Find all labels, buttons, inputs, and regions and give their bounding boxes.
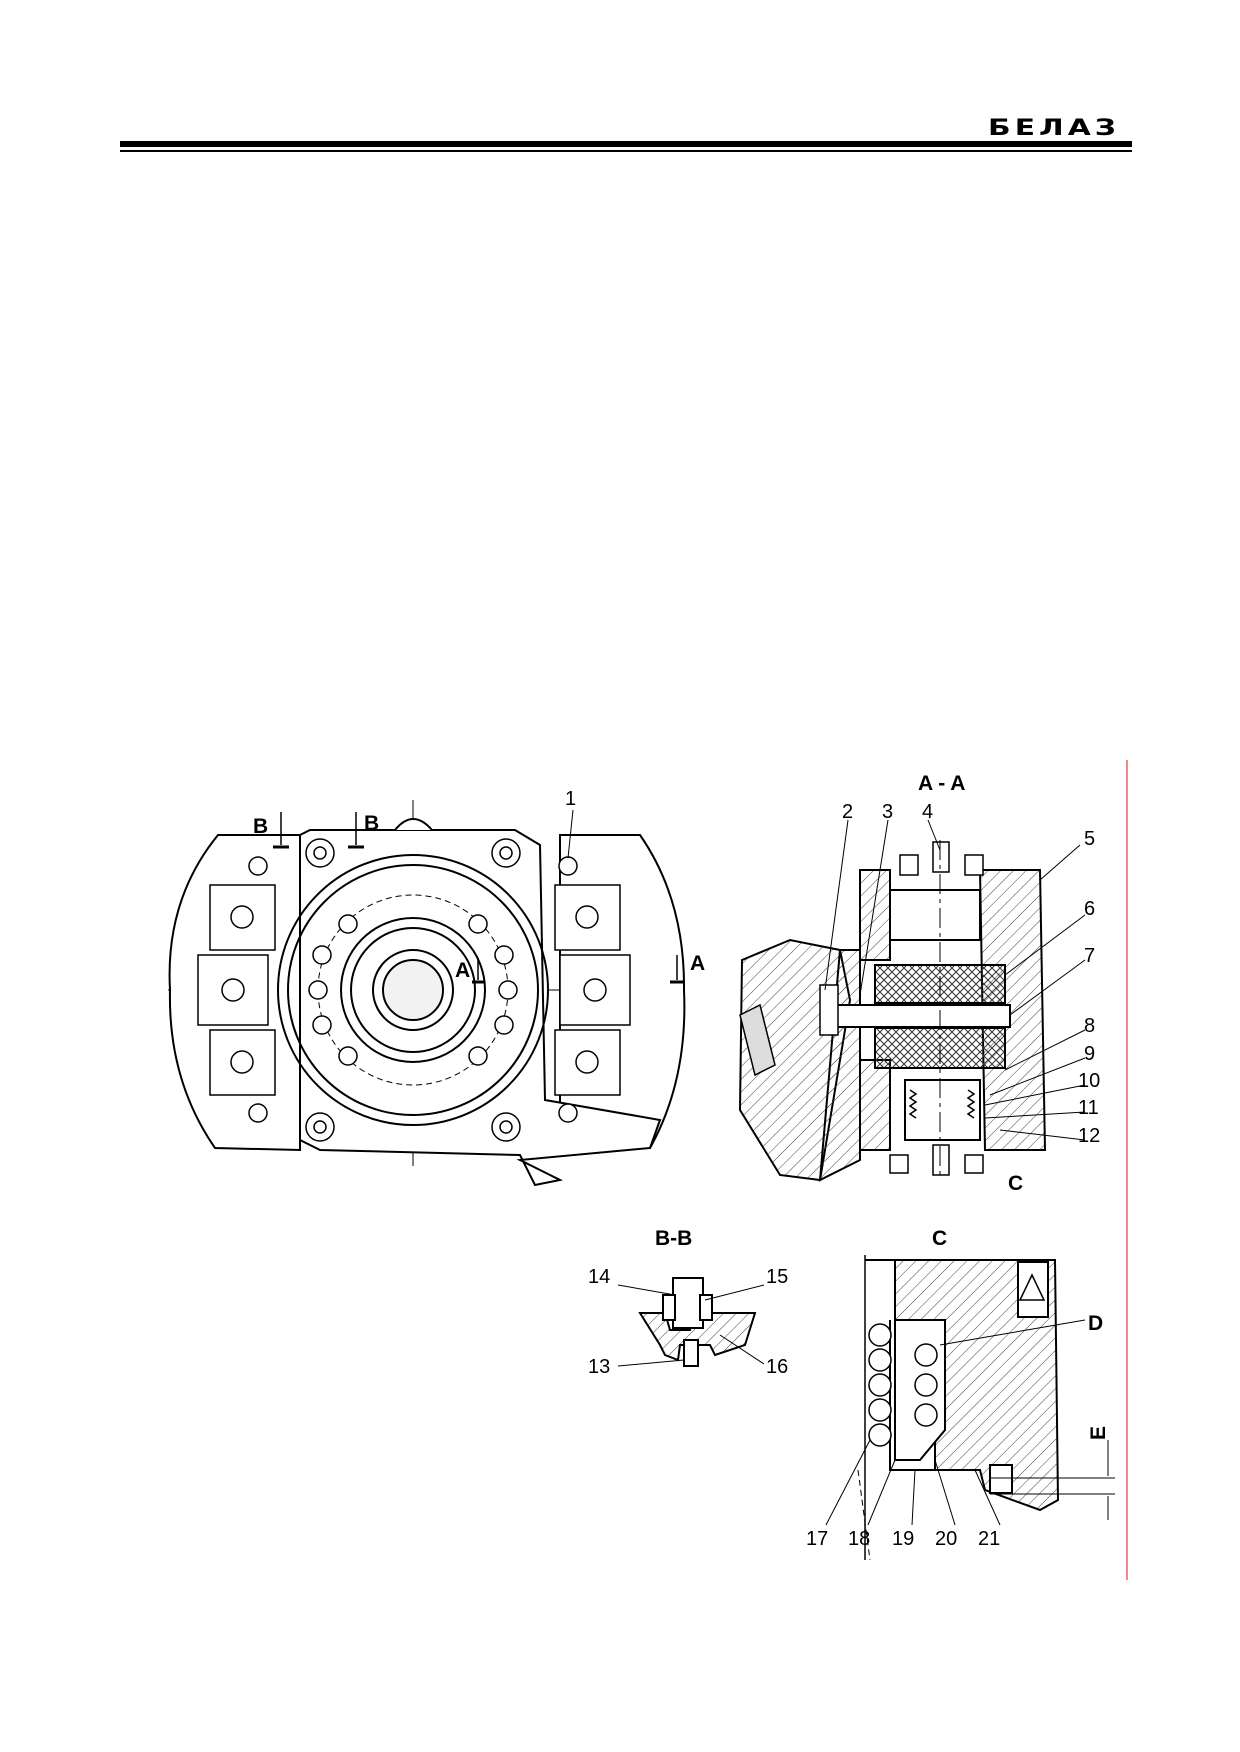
callout-15: 15 bbox=[766, 1266, 788, 1288]
cut-b-marker-left: B bbox=[253, 815, 268, 838]
page-margin-line bbox=[1126, 760, 1128, 1580]
callout-9: 9 bbox=[1084, 1043, 1095, 1065]
section-bb-view bbox=[617, 1277, 765, 1367]
front-view bbox=[168, 800, 686, 1187]
callout-17: 17 bbox=[806, 1528, 828, 1550]
callout-4: 4 bbox=[922, 801, 933, 823]
header-rule-thick bbox=[120, 141, 1132, 147]
detail-c-reference: C bbox=[1008, 1172, 1023, 1195]
callout-16: 16 bbox=[766, 1356, 788, 1378]
cut-a-marker-inner: A bbox=[455, 959, 470, 982]
callout-8: 8 bbox=[1084, 1015, 1095, 1037]
callout-2: 2 bbox=[842, 801, 853, 823]
dimension-e-label: E bbox=[1087, 1426, 1110, 1440]
header-rule-thin bbox=[120, 150, 1132, 152]
belaz-logo: БЕЛАЗ bbox=[988, 116, 1120, 141]
callout-5: 5 bbox=[1084, 828, 1095, 850]
callout-19: 19 bbox=[892, 1528, 914, 1550]
callout-3: 3 bbox=[882, 801, 893, 823]
callout-18: 18 bbox=[848, 1528, 870, 1550]
callout-14: 14 bbox=[588, 1266, 610, 1288]
callout-11: 11 bbox=[1078, 1097, 1099, 1119]
section-aa-view bbox=[738, 819, 1086, 1182]
callout-12: 12 bbox=[1078, 1125, 1100, 1147]
callout-6: 6 bbox=[1084, 898, 1095, 920]
callout-7: 7 bbox=[1084, 945, 1095, 967]
section-aa-title: A - A bbox=[918, 772, 965, 795]
cut-a-marker-right: A bbox=[690, 952, 705, 975]
callout-10: 10 bbox=[1078, 1070, 1100, 1092]
callout-21: 21 bbox=[978, 1528, 1000, 1550]
callout-20: 20 bbox=[935, 1528, 957, 1550]
callout-13: 13 bbox=[588, 1356, 610, 1378]
section-bb-title: B-B bbox=[655, 1227, 692, 1250]
detail-c-title: C bbox=[932, 1227, 947, 1250]
detail-c-view bbox=[825, 1255, 1115, 1561]
cut-b-marker-right: B bbox=[364, 812, 379, 835]
labels: A - A B-B C A A B B C D E 1 2 3 4 5 6 7 … bbox=[253, 772, 1110, 1550]
detail-d-label: D bbox=[1088, 1312, 1103, 1335]
callout-1: 1 bbox=[565, 788, 576, 810]
